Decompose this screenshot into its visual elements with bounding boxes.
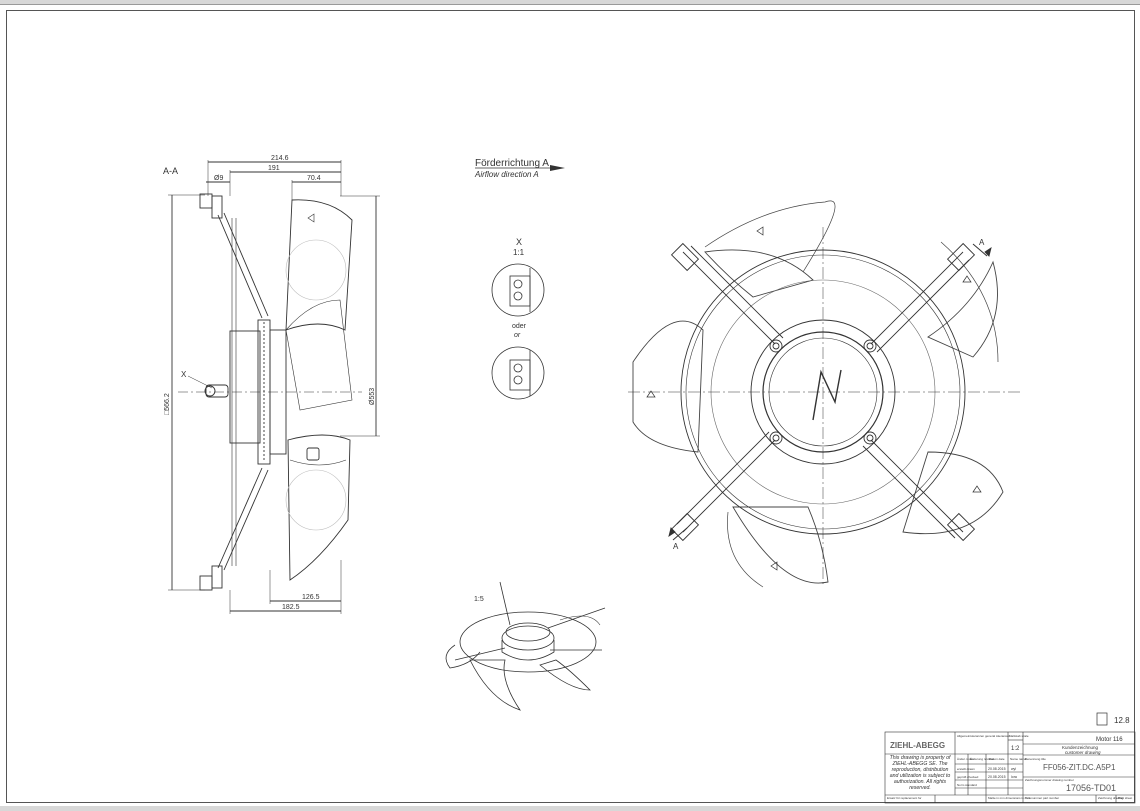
airflow-en: Airflow direction A (474, 170, 539, 179)
drawing-number: 17056-TD01 (1066, 783, 1116, 793)
drawing-number-label: Zeichnungsnummer drawing number (1025, 778, 1074, 782)
support-arms (670, 242, 976, 542)
blade-1 (704, 249, 814, 298)
roughness-symbol: 12.8 (1096, 712, 1130, 726)
front-view: A A (628, 200, 1023, 588)
property-note: This drawing is property of ZIEHL-ABEGG … (889, 755, 951, 791)
dim-text-126: 126.5 (302, 594, 320, 601)
checked-name: lora (1011, 775, 1017, 779)
drawing-type-en: customer drawing (1065, 750, 1101, 755)
detail-circle-2 (491, 346, 545, 400)
strut-top (217, 214, 263, 319)
iso-blade-2 (539, 659, 591, 691)
replace-label: Ersatz für replacement for (887, 796, 922, 800)
blade-3 (632, 320, 704, 453)
section-arrow-top: A (979, 238, 985, 247)
checked-date: 20.08.2015 (988, 775, 1006, 779)
blade-top (285, 199, 353, 331)
checked-label: geprüft checked (957, 775, 979, 779)
company-logo-text: ZIEHL-ABEGG (890, 741, 945, 750)
section-label: A-A (163, 166, 178, 176)
col-name: Name name (1010, 757, 1027, 761)
dim-text-70: 70.4 (307, 175, 321, 182)
scale-label: Maßstab scale (1009, 734, 1029, 738)
isometric-view: 1:5 (445, 581, 606, 711)
iso-arm-1 (499, 581, 511, 626)
standard-label: Norm standard (957, 783, 977, 787)
iso-arm-2 (547, 607, 606, 629)
iso-motor (501, 625, 555, 651)
dim-text-553: Ø553 (369, 388, 376, 405)
section-arrow-bottom: A (673, 542, 679, 551)
designation: FF056-ZIT.DC.A5P1 (1043, 763, 1116, 772)
detail-marker-x: X (181, 370, 187, 379)
drawn-date: 20.08.2015 (988, 767, 1006, 771)
detail-or-de: oder (512, 323, 527, 330)
dim-text-566: □566.2 (164, 393, 171, 415)
blade-2 (927, 260, 998, 358)
roughness-value: 12.8 (1114, 716, 1130, 725)
detail-circle-1 (491, 263, 545, 317)
title-block: ZIEHL-ABEGG Allgemeintoleranzen general … (884, 731, 1136, 804)
blade-4 (902, 451, 1004, 535)
title-block-frame (884, 731, 1136, 804)
side-view-section: A-A 214.6 191 Ø9 70.4 □566.2 Ø553 126.5 … (163, 155, 380, 614)
part-label: Teilenummer part number (1025, 796, 1059, 800)
strut-bottom (217, 467, 263, 569)
sheet-label: Zeichnung drawing (1098, 796, 1124, 800)
motor-label: Motor 116 (1096, 737, 1123, 743)
logo-mark (812, 369, 842, 421)
blade-5 (732, 506, 829, 584)
iso-scale: 1:5 (474, 596, 484, 603)
viewer-top-bar (0, 0, 1140, 5)
drawing-sheet-border (6, 10, 1135, 803)
col-notice: Änderung revision (970, 757, 995, 761)
blades (632, 200, 1004, 588)
cable-gland (205, 384, 229, 398)
airflow-de: Förderrichtung A (475, 158, 549, 169)
detail-scale: 1:1 (513, 248, 525, 257)
dim-text-191: 191 (268, 165, 280, 172)
bracket-bottom (199, 575, 213, 591)
iso-ring (459, 611, 597, 673)
dim-text-d9: Ø9 (214, 175, 223, 182)
blade-bottom (287, 434, 351, 581)
col-change: Änder. index (957, 757, 974, 761)
iso-blade-1 (469, 659, 521, 711)
detail-x: X 1:1 oder or (491, 237, 545, 400)
dim-text-214: 214.6 (271, 155, 289, 162)
airflow-arrow (550, 165, 565, 171)
col-date: Datum date (989, 757, 1005, 761)
mounting-bolts (769, 339, 877, 445)
motor-housing (229, 330, 261, 444)
drawn-name: wyl (1011, 767, 1016, 771)
airflow-block: Förderrichtung A Airflow direction A (474, 158, 565, 179)
designation-label: Benennung title (1025, 757, 1046, 761)
detail-or-en: or (514, 332, 521, 339)
tolerance-label: Allgemeintoleranzen general tolerances (957, 734, 1010, 738)
drawing-type-de: Kundenzeichnung (1062, 745, 1099, 750)
dim-text-182: 182.5 (282, 604, 300, 611)
bracket-top (199, 193, 213, 209)
detail-title: X (516, 237, 522, 247)
viewer-bottom-bar (0, 806, 1140, 811)
iso-blade-3 (445, 644, 481, 669)
scale-value: 1:2 (1011, 746, 1020, 752)
sheet-label-2: Blatt sheet (1118, 796, 1132, 800)
dims-note: Maße in mm dimensions in mm (988, 796, 1030, 800)
drawn-label: erstellt drawn (957, 767, 975, 771)
